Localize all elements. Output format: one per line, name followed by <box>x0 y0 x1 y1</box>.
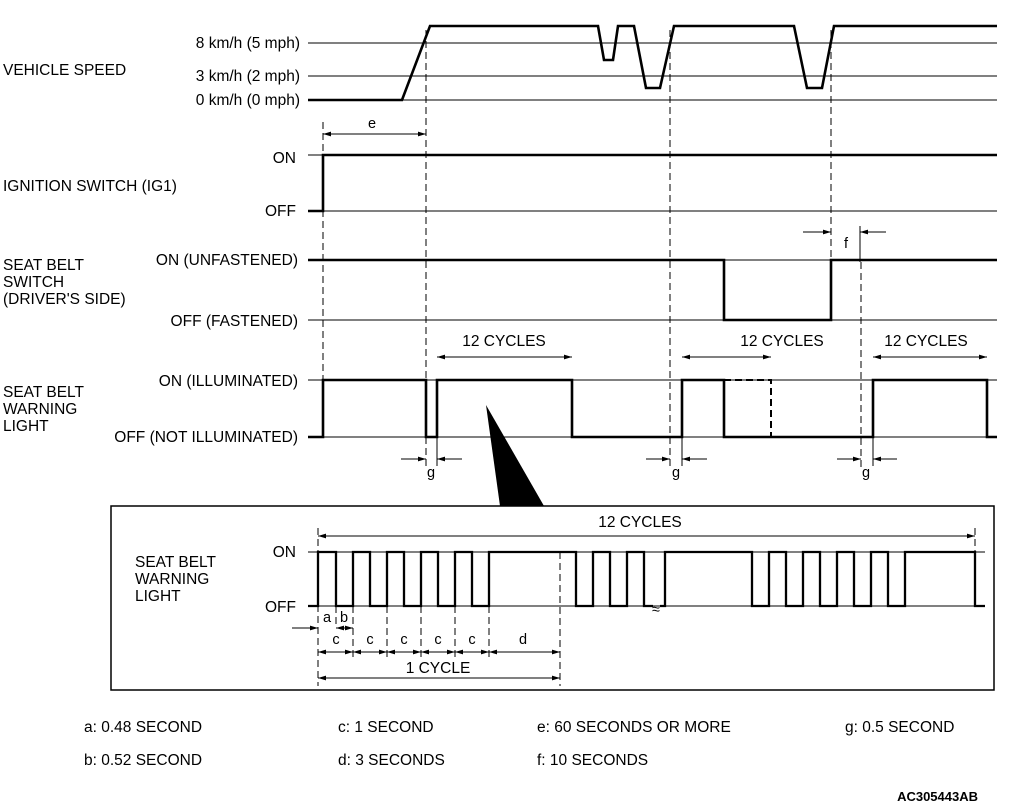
ignition-off-level: OFF <box>265 203 296 220</box>
legend-g: g: 0.5 SECOND <box>845 719 954 736</box>
detail-off-level: OFF <box>265 599 296 616</box>
vehicle-speed-trace <box>308 24 997 102</box>
interval-b-label: b <box>340 610 348 626</box>
interval-f-label: f <box>844 236 849 252</box>
light-off-level: OFF (NOT ILLUMINATED) <box>114 429 298 446</box>
cycles-label-1: 12 CYCLES <box>462 333 546 350</box>
one-cycle-label: 1 CYCLE <box>406 660 471 677</box>
seat-belt-switch-label-3: (DRIVER'S SIDE) <box>3 291 126 308</box>
detail-box <box>110 505 995 691</box>
speed-level-3kmh: 3 km/h (2 mph) <box>196 68 300 85</box>
legend-a: a: 0.48 SECOND <box>84 719 202 736</box>
cycles-label-2: 12 CYCLES <box>740 333 824 350</box>
speed-level-8kmh: 8 km/h (5 mph) <box>196 35 300 52</box>
seat-belt-switch-label-1: SEAT BELT <box>3 257 85 274</box>
interval-g1-label: g <box>427 465 435 481</box>
zoom-callout-pointer <box>486 405 544 506</box>
legend-e: e: 60 SECONDS OR MORE <box>537 719 731 736</box>
interval-e-label: e <box>368 116 376 132</box>
detail-flash-trace-after-break <box>660 550 985 608</box>
detail-on-level: ON <box>273 544 296 561</box>
interval-g2-label: g <box>672 465 680 481</box>
speed-level-0kmh: 0 km/h (0 mph) <box>196 92 300 109</box>
ignition-trace <box>308 153 997 213</box>
warning-light-label-1: SEAT BELT <box>3 384 85 401</box>
interval-a-label: a <box>323 610 332 626</box>
switch-off-level: OFF (FASTENED) <box>171 313 298 330</box>
figure-code: AC305443AB <box>897 789 978 804</box>
warning-light-extended-dashed <box>724 379 772 437</box>
legend-d: d: 3 SECONDS <box>338 752 445 769</box>
detail-light-label-2: WARNING <box>135 571 209 588</box>
detail-light-label-3: LIGHT <box>135 588 181 605</box>
seat-belt-switch-trace <box>308 258 997 322</box>
interval-c5-label: c <box>468 632 475 648</box>
detail-flash-trace <box>308 550 653 608</box>
interval-g3-label: g <box>862 465 870 481</box>
warning-light-label-2: WARNING <box>3 401 77 418</box>
interval-c1-label: c <box>332 632 339 648</box>
ignition-on-level: ON <box>273 150 296 167</box>
detail-light-label-1: SEAT BELT <box>135 554 217 571</box>
warning-light-label-3: LIGHT <box>3 418 49 435</box>
legend-c: c: 1 SECOND <box>338 719 434 736</box>
ignition-label: IGNITION SWITCH (IG1) <box>3 178 177 195</box>
interval-d-label: d <box>519 632 527 648</box>
interval-c4-label: c <box>434 632 441 648</box>
detail-break-mark: ≈ <box>652 602 660 618</box>
vehicle-speed-label: VEHICLE SPEED <box>3 62 126 79</box>
detail-total-label: 12 CYCLES <box>598 514 682 531</box>
light-on-level: ON (ILLUMINATED) <box>159 373 298 390</box>
legend-b: b: 0.52 SECOND <box>84 752 202 769</box>
switch-on-level: ON (UNFASTENED) <box>156 252 298 269</box>
warning-light-trace <box>308 378 997 439</box>
legend-f: f: 10 SECONDS <box>537 752 648 769</box>
interval-c3-label: c <box>400 632 407 648</box>
seat-belt-switch-label-2: SWITCH <box>3 274 64 291</box>
interval-c2-label: c <box>366 632 373 648</box>
cycles-label-3: 12 CYCLES <box>884 333 968 350</box>
